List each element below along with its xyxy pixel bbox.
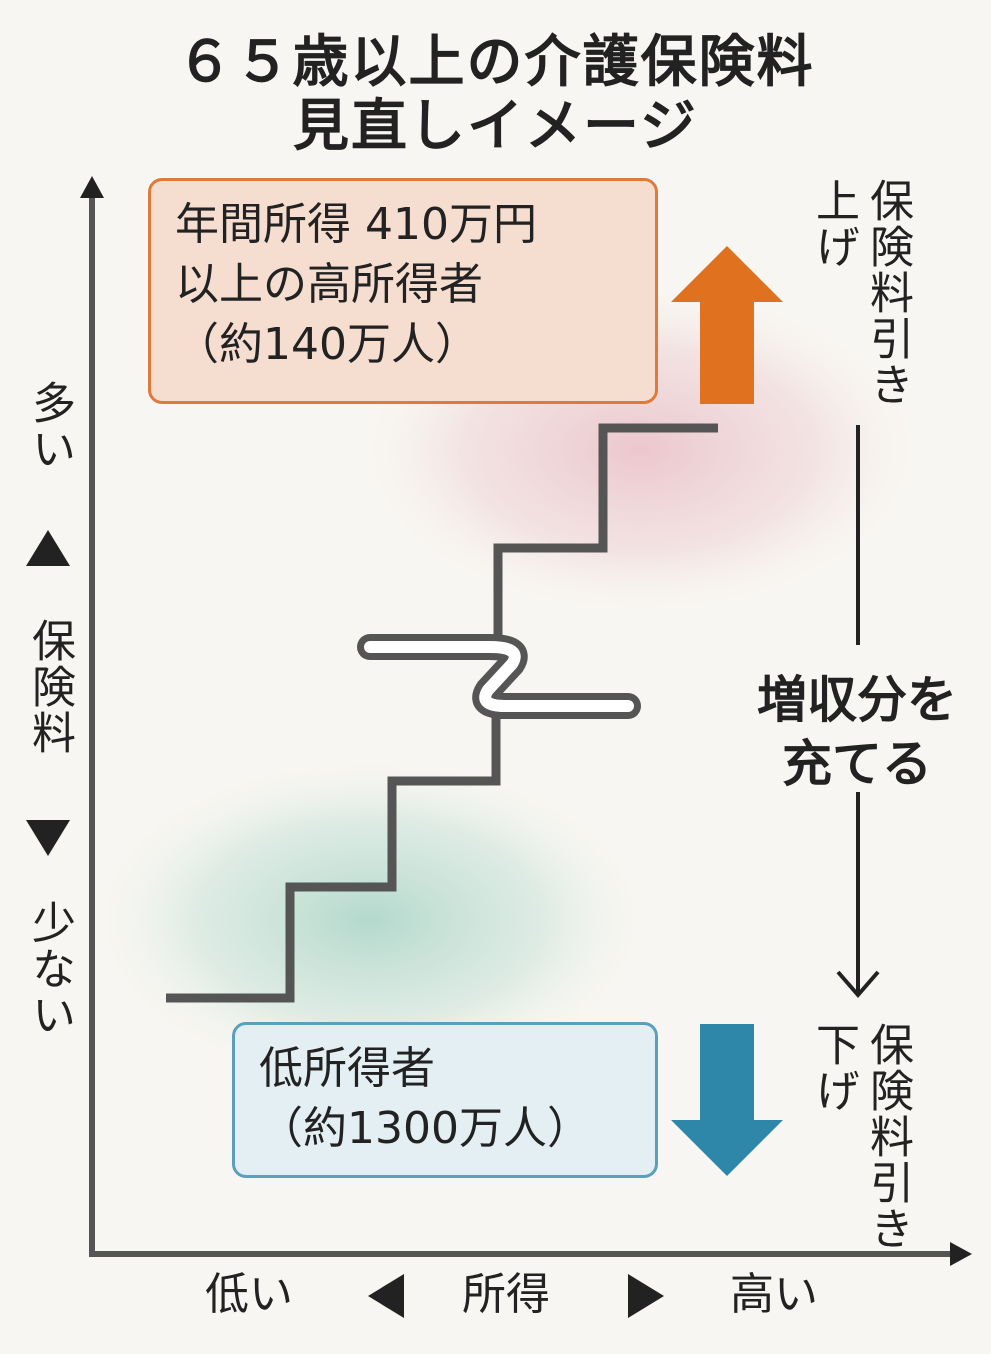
increase-arrow-icon — [671, 246, 783, 404]
title-line-1: ６５歳以上の介護保険料 — [176, 30, 815, 95]
y-axis-down-triangle-icon — [26, 820, 70, 856]
high-income-box: 年間所得 410万円 以上の高所得者 （約140万人） — [148, 178, 658, 404]
center-label-line-1: 増収分を — [757, 671, 957, 729]
x-axis — [89, 1242, 972, 1266]
decrease-label: 保険料引き下げ — [808, 1022, 913, 1252]
stairs-lower — [166, 684, 501, 1003]
y-axis-up-triangle-icon — [26, 530, 70, 566]
high-income-line-2: 以上の高所得者 — [175, 259, 483, 310]
y-axis — [80, 176, 104, 1254]
x-axis-title: 所得 — [462, 1269, 550, 1320]
title-line-2: 見直しイメージ — [293, 94, 698, 159]
center-label: 増収分を 充てる — [737, 668, 977, 796]
x-axis-left-triangle-icon — [368, 1274, 404, 1318]
high-income-line-1: 年間所得 410万円 — [175, 199, 537, 250]
decrease-arrow-icon — [671, 1024, 783, 1176]
low-income-line-1: 低所得者 — [259, 1043, 435, 1094]
stairs-break-symbol — [357, 634, 641, 719]
high-income-line-3: （約140万人） — [175, 319, 479, 370]
x-axis-right-triangle-icon — [628, 1274, 664, 1318]
increase-label: 保険料引き上げ — [808, 178, 913, 408]
low-income-line-2: （約1300万人） — [259, 1103, 591, 1154]
x-axis-high-label: 高い — [730, 1269, 818, 1320]
x-axis-low-label: 低い — [205, 1269, 293, 1320]
y-axis-low-label: 少ない — [24, 900, 75, 1038]
low-income-glow — [80, 750, 660, 1090]
y-axis-title: 保険料 — [24, 618, 75, 756]
transfer-arrow — [836, 425, 880, 999]
low-income-box: 低所得者 （約1300万人） — [232, 1022, 658, 1178]
stairs-upper — [493, 423, 718, 655]
y-axis-high-label: 多い — [24, 380, 75, 472]
center-label-line-2: 充てる — [782, 735, 932, 793]
